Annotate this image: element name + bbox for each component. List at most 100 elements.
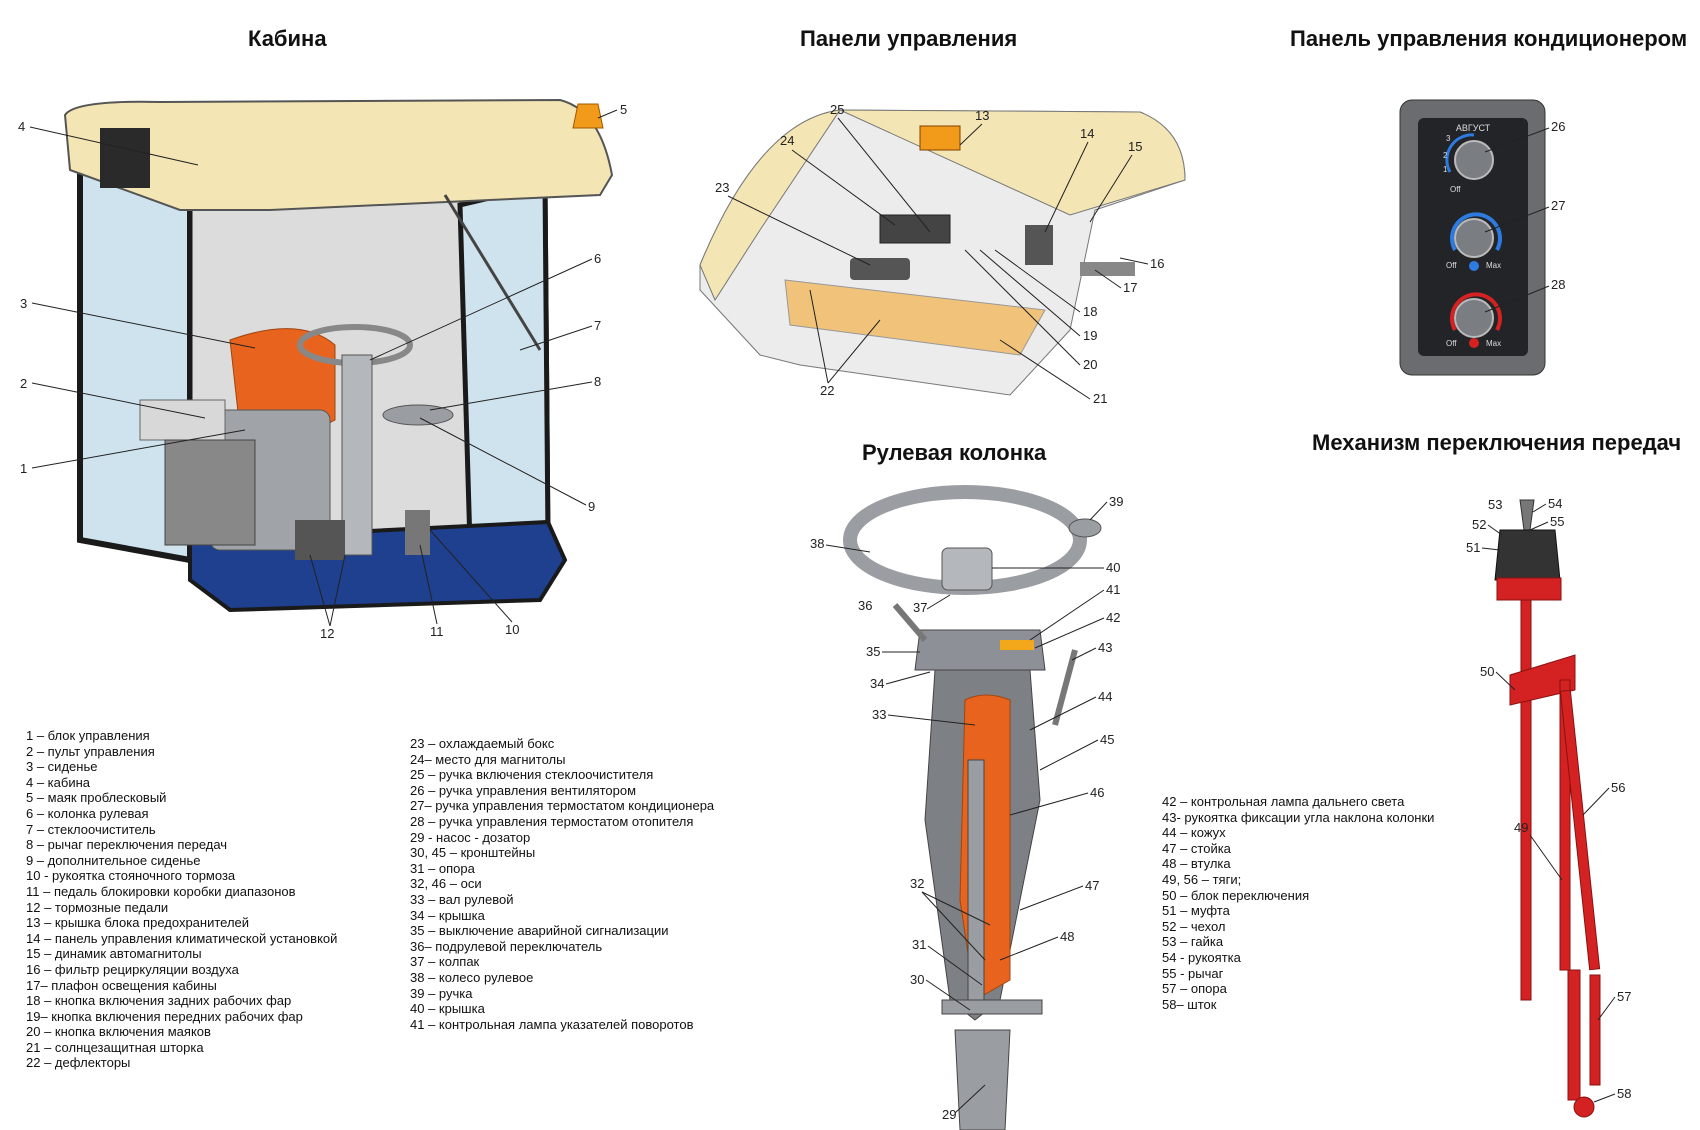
callout-56: 56: [1611, 780, 1625, 795]
callout-35: 35: [866, 644, 880, 659]
legend-item: 16 – фильтр рециркуляции воздуха: [26, 961, 239, 977]
legend-item: 53 – гайка: [1162, 934, 1224, 950]
ac-callouts: 26 27 28: [1484, 119, 1565, 313]
legend-item: 23 – охлаждаемый бокс: [410, 736, 555, 751]
legend-column-1: 1 – блок управления 2 – пульт управления…: [26, 728, 337, 1071]
ac-control-panel: АВГУСТ 3 2 1 Off Off Max Off Max: [1399, 99, 1546, 376]
legend-item: 9 – дополнительное сиденье: [26, 852, 201, 868]
callout-28: 28: [1551, 277, 1565, 292]
callout-10: 10: [505, 622, 519, 637]
legend-item: 12 – тормозные педали: [26, 899, 169, 915]
legend-item: 21 – солнцезащитная шторка: [26, 1039, 204, 1055]
callout-46: 46: [1090, 785, 1104, 800]
callout-30: 30: [910, 972, 924, 987]
legend-item: 15 – динамик автомагнитолы: [26, 946, 202, 962]
callout-9: 9: [588, 499, 595, 514]
legend-item: 40 – крышка: [410, 1001, 485, 1017]
callout-54: 54: [1548, 496, 1562, 511]
legend-item: 2 – пульт управления: [26, 743, 155, 759]
callout-55: 55: [1550, 514, 1564, 529]
callout-39: 39: [1109, 494, 1123, 509]
callout-4: 4: [18, 119, 25, 134]
heater-icon: [1469, 338, 1479, 348]
callout-11: 11: [430, 624, 444, 639]
steering-column-illustration: [843, 485, 1102, 1130]
legend-item: 28 – ручка управления термостатом отопит…: [410, 813, 694, 829]
callout-31: 31: [912, 937, 926, 952]
callout-5: 5: [620, 102, 627, 117]
callout-47: 47: [1085, 878, 1099, 893]
callout-14: 14: [1080, 126, 1094, 141]
gear-mechanism-title: Механизм переключения передач: [1312, 430, 1682, 455]
legend-item: 7 – стеклоочиститель: [26, 821, 156, 837]
callout-13: 13: [975, 108, 989, 123]
callout-7: 7: [594, 318, 601, 333]
legend-item: 38 – колесо рулевое: [410, 969, 534, 985]
callout-44: 44: [1098, 689, 1112, 704]
callout-45: 45: [1100, 732, 1114, 747]
cabin-title: Кабина: [248, 26, 327, 51]
callout-36: 36: [858, 598, 872, 613]
callout-2: 2: [20, 376, 27, 391]
heater-thermostat-knob[interactable]: [1454, 298, 1494, 338]
gear-callouts: 53 54 55 52 51 50 56 49 57 58: [1466, 496, 1631, 1103]
callout-12: 12: [320, 626, 334, 641]
legend-item: 43- рукоятка фиксации угла наклона колон…: [1162, 809, 1435, 825]
legend-item: 10 - рукоятка стояночного тормоза: [26, 868, 236, 884]
legend-item: 20 – кнопка включения маяков: [26, 1024, 211, 1040]
callout-18: 18: [1083, 304, 1097, 319]
legend-column-2: 23 – охлаждаемый бокс 24– место для магн…: [410, 736, 714, 1032]
steering-callouts: 39 38 40 36 37 41 42 35 43 34 44 33 45 4…: [810, 494, 1123, 1122]
callout-25: 25: [830, 102, 844, 117]
ceiling-panel-illustration: [699, 109, 1186, 396]
callout-6: 6: [594, 251, 601, 266]
callout-48: 48: [1060, 929, 1074, 944]
legend-item: 6 – колонка рулевая: [26, 805, 149, 821]
cabin-illustration: [63, 98, 614, 613]
legend-item: 11 – педаль блокировки коробки диапазоно…: [26, 883, 296, 899]
legend-item: 31 – опора: [410, 860, 475, 876]
ac-brand-label: АВГУСТ: [1456, 123, 1491, 133]
callout-15: 15: [1128, 139, 1142, 154]
legend-item: 51 – муфта: [1162, 903, 1230, 919]
legend-item: 57 – опора: [1162, 981, 1227, 997]
callout-17: 17: [1123, 280, 1137, 295]
legend-item: 30, 45 – кронштейны: [410, 845, 536, 861]
legend-item: 14 – панель управления климатической уст…: [26, 930, 338, 946]
fan-mark-2: 2: [1443, 151, 1448, 160]
legend-item: 50 – блок переключения: [1162, 887, 1310, 903]
callout-20: 20: [1083, 357, 1097, 372]
callout-26: 26: [1551, 119, 1565, 134]
ac-thermostat-knob[interactable]: [1454, 218, 1494, 258]
callout-42: 42: [1106, 610, 1120, 625]
legend-item: 29 - насос - дозатор: [410, 829, 531, 845]
snowflake-icon: [1469, 261, 1479, 271]
gear-mechanism-illustration: [1494, 499, 1601, 1118]
legend-item: 58– шток: [1162, 996, 1217, 1012]
callout-29: 29: [942, 1107, 956, 1122]
control-panels-title: Панели управления: [800, 26, 1018, 51]
legend-item: 52 – чехол: [1162, 918, 1226, 934]
callout-21: 21: [1093, 391, 1107, 406]
callout-8: 8: [594, 374, 601, 389]
callout-41: 41: [1106, 582, 1120, 597]
ceiling-callouts: 13 25 24 23 14 15 16 17 18 19 20 21 22: [715, 102, 1164, 406]
callout-49: 49: [1514, 820, 1528, 835]
legend-item: 26 – ручка управления вентилятором: [410, 782, 637, 798]
legend-item: 17– плафон освещения кабины: [26, 977, 217, 993]
callout-34: 34: [870, 676, 884, 691]
legend-item: 44 – кожух: [1162, 825, 1226, 841]
fan-knob[interactable]: [1454, 140, 1494, 180]
callout-19: 19: [1083, 328, 1097, 343]
ac-knob-max-label: Max: [1486, 261, 1501, 270]
legend-item: 55 - рычаг: [1162, 965, 1224, 981]
legend-item: 8 – рычаг переключения передач: [26, 837, 228, 853]
legend-item: 1 – блок управления: [26, 728, 150, 743]
legend-item: 42 – контрольная лампа дальнего света: [1162, 794, 1405, 809]
callout-52: 52: [1472, 517, 1486, 532]
legend-item: 37 – колпак: [410, 954, 480, 970]
steering-column-title: Рулевая колонка: [862, 440, 1047, 465]
legend-item: 34 – крышка: [410, 907, 485, 923]
callout-51: 51: [1466, 540, 1480, 555]
callout-3: 3: [20, 296, 27, 311]
